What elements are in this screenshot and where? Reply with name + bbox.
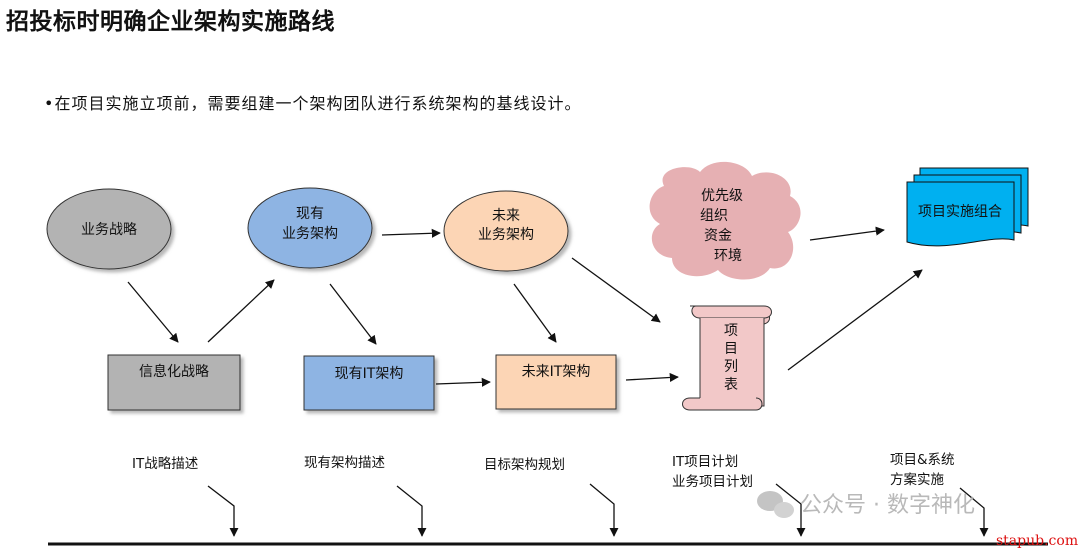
arrow-future-business-to-list: [571, 257, 661, 323]
arrow-current-business-to-current-it: [329, 283, 377, 345]
priorities-line1: 优先级: [701, 188, 743, 204]
node-project-portfolio: 项目实施组合: [906, 167, 1029, 247]
timeline-tick-1: [207, 485, 239, 537]
arrow-strategy-to-info: [127, 281, 179, 343]
stage-5-label-line2: 方案实施: [890, 471, 944, 488]
stage-4-label-line2: 业务项目计划: [672, 474, 753, 490]
node-current-it-arch: 现有IT架构: [303, 355, 435, 411]
page-title: 招投标时明确企业架构实施路线: [6, 9, 335, 35]
node-info-strategy: 信息化战略: [107, 354, 241, 411]
stage-1-label: IT战略描述: [132, 456, 198, 472]
node-business-strategy: 业务战略: [46, 188, 172, 270]
intro-bullet: •在项目实施立项前，需要组建一个架构团队进行系统架构的基线设计。: [44, 94, 582, 113]
timeline-tick-5: [959, 487, 989, 537]
node-current-business-arch-line1: 现有: [296, 206, 324, 222]
future-it-arch-label: 未来IT架构: [522, 364, 591, 380]
stage-5-label-line1: 项目&系统: [890, 452, 955, 468]
watermark-text: 公众号 · 数字神化: [800, 493, 975, 518]
current-it-arch-label: 现有IT架构: [335, 366, 404, 382]
arrow-current-to-future-business: [381, 228, 441, 238]
priorities-line3: 资金: [704, 228, 732, 244]
node-future-it-arch: 未来IT架构: [495, 354, 617, 410]
arrow-info-to-current-business: [207, 279, 275, 343]
node-future-business-arch-line1: 未来: [492, 208, 520, 224]
arrow-cloud-to-portfolio: [809, 226, 885, 241]
arrow-list-to-portfolio: [787, 269, 923, 371]
arrow-future-business-to-future-it: [513, 283, 557, 343]
arrow-current-it-to-future-it: [435, 377, 491, 387]
node-current-business-arch-line2: 业务架构: [282, 226, 338, 242]
node-priorities-cloud: 优先级 组织 资金 环境: [649, 161, 801, 280]
project-list-char4: 表: [724, 377, 738, 393]
priorities-line4: 环境: [714, 248, 742, 264]
stage-3-label: 目标架构规划: [484, 457, 565, 473]
timeline-tick-4: [775, 483, 806, 537]
node-business-strategy-label: 业务战略: [81, 222, 137, 238]
project-portfolio-label: 项目实施组合: [918, 204, 1002, 220]
stage-2-label: 现有架构描述: [304, 455, 385, 471]
timeline-tick-3: [589, 483, 619, 537]
node-future-business-arch: 未来 业务架构: [443, 190, 569, 272]
info-strategy-label: 信息化战略: [139, 363, 209, 380]
project-list-char3: 列: [724, 359, 738, 375]
node-future-business-arch-line2: 业务架构: [478, 227, 534, 243]
stage-4-label-line1: IT项目计划: [672, 454, 738, 470]
source-mark: stapub.com: [996, 533, 1078, 549]
watermark: 公众号 · 数字神化: [757, 491, 975, 518]
timeline-tick-2: [396, 485, 427, 537]
priorities-line2: 组织: [700, 208, 728, 224]
project-list-char2: 目: [724, 341, 738, 357]
project-list-char1: 项: [724, 323, 738, 339]
flow-arrows: [127, 226, 923, 387]
wechat-icon: [757, 491, 794, 518]
timeline: IT战略描述 现有架构描述 目标架构规划 IT项目计划 业务项目计划 项目&系统…: [48, 452, 1048, 546]
arrow-future-it-to-list: [625, 372, 679, 383]
node-current-business-arch: 现有 业务架构: [247, 187, 373, 269]
node-project-list-scroll: 项 目 列 表: [682, 305, 772, 411]
